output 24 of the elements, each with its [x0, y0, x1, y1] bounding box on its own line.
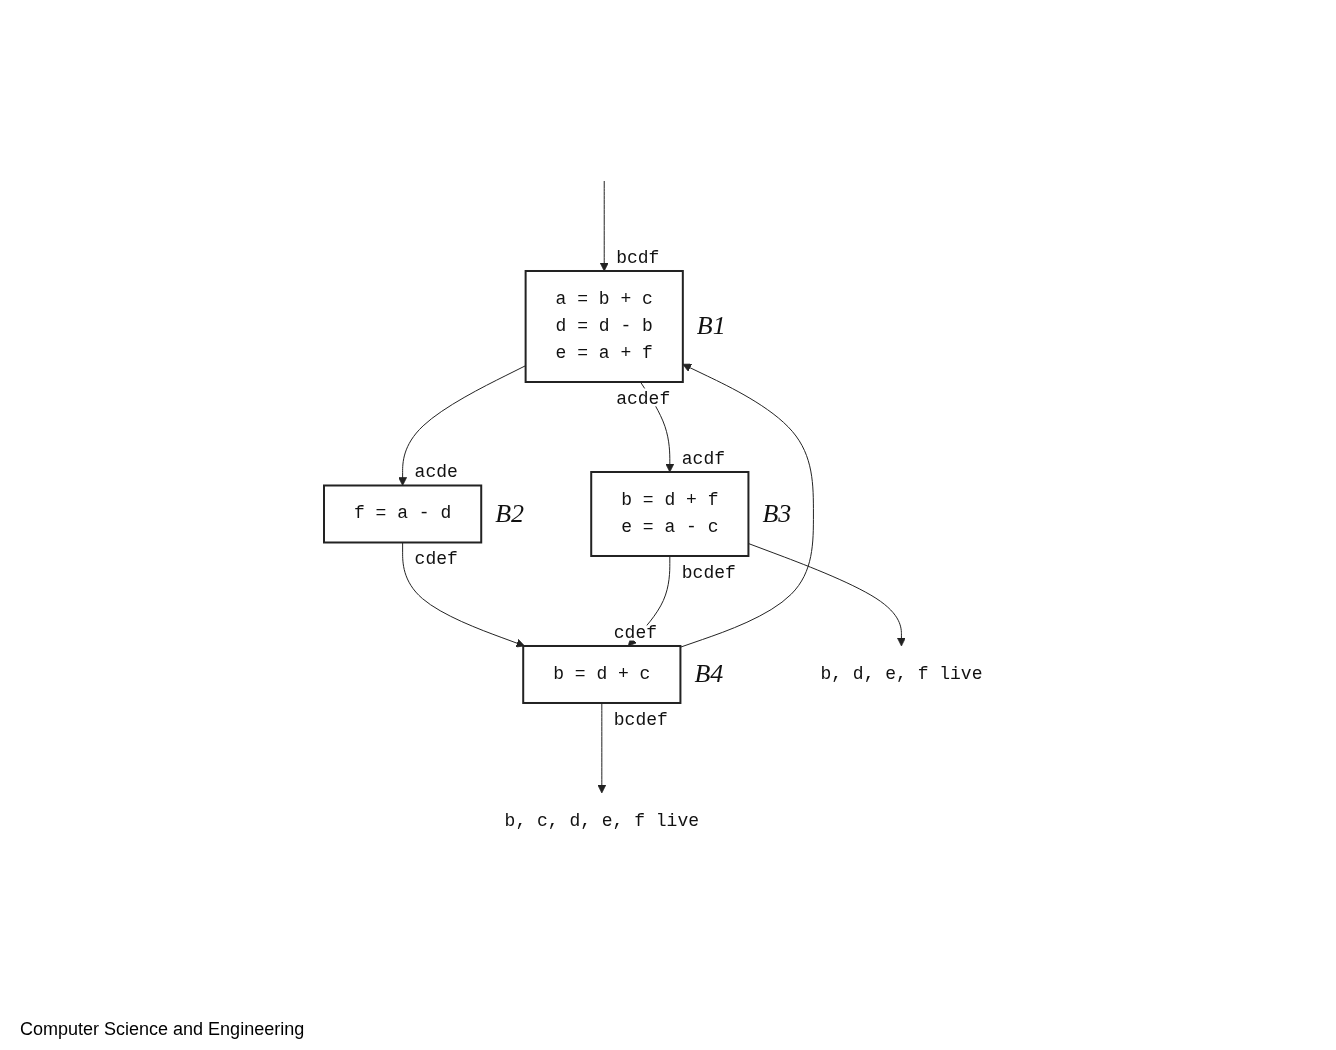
arrow — [679, 363, 814, 648]
live-variables: bcdf — [616, 247, 660, 268]
live-variables: acdef — [616, 388, 670, 409]
arrow — [597, 702, 606, 793]
node-text: b, d, e, f live — [820, 663, 983, 684]
arrow — [401, 541, 525, 647]
block-label: B4 — [694, 659, 724, 688]
node-box: a = b + c d = d - b e = a + f — [524, 269, 684, 383]
footer-text: Computer Science and Engineering — [20, 1019, 305, 1040]
block-label: B2 — [495, 498, 524, 528]
live-variables: bcdef — [681, 562, 736, 583]
live-variables: bcdef — [613, 709, 668, 730]
node-box: f = a - d — [322, 484, 482, 543]
arrow — [599, 180, 609, 271]
node-box: b = d + f e = a - c — [590, 470, 750, 557]
live-variables: cdef — [414, 549, 458, 569]
live-variables: cdef — [613, 622, 657, 643]
node-box: b = d + c — [522, 644, 682, 704]
live-variables: acde — [414, 462, 458, 482]
node-text: b, c, d, e, f live — [504, 810, 699, 831]
block-label: B3 — [762, 498, 792, 528]
block-label: B1 — [696, 311, 726, 340]
arrow — [398, 364, 526, 486]
live-variables: acdf — [681, 448, 725, 469]
